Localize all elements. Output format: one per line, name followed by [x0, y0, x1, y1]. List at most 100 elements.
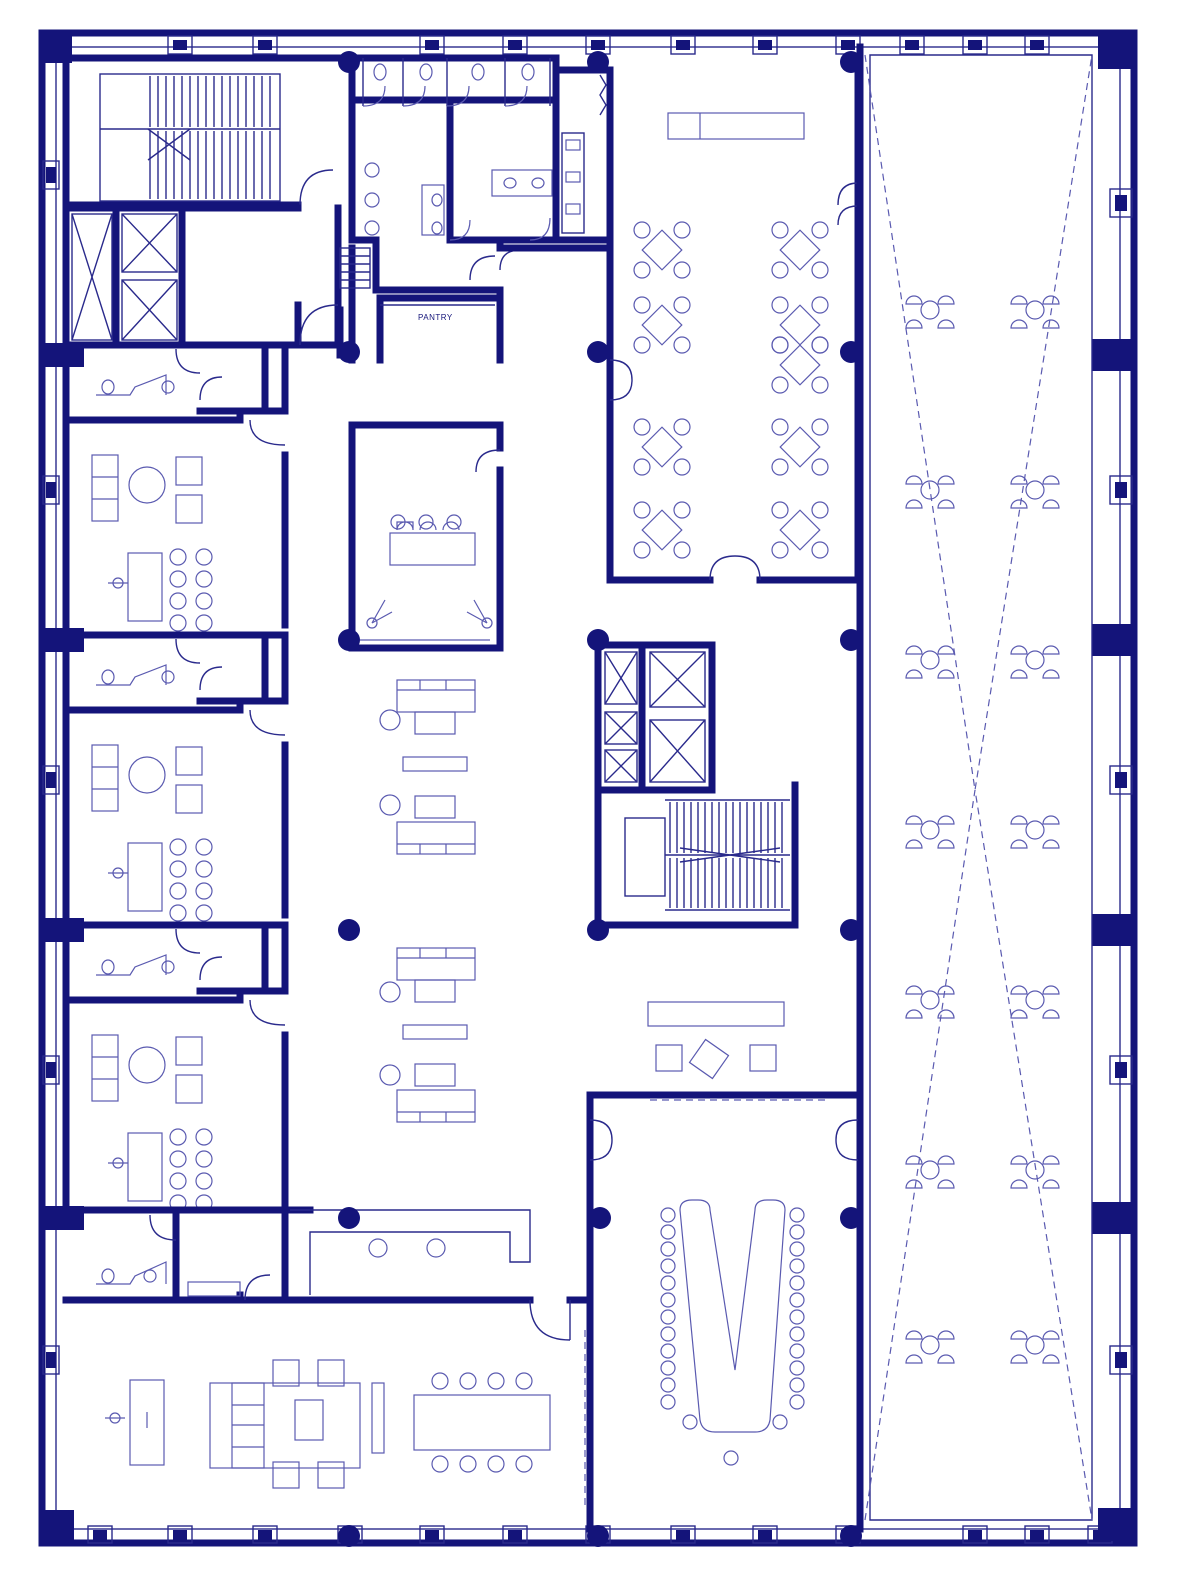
lounge-seating-lower [379, 947, 476, 1123]
structural-column [840, 1207, 862, 1229]
side-table [920, 1335, 940, 1355]
meeting-chair [515, 1455, 533, 1473]
side-table [920, 1160, 940, 1180]
atrium-seat-cluster [1010, 1330, 1060, 1364]
boardroom-chair [660, 1360, 676, 1376]
cafe-table [779, 304, 821, 346]
boardroom-chair [660, 1224, 676, 1240]
boardroom-chair [789, 1326, 805, 1342]
window-pier-core [841, 40, 855, 50]
window-pier-core [1030, 40, 1044, 50]
meeting-chair [169, 570, 187, 588]
corner-columns [44, 35, 1132, 1541]
window-pier [252, 35, 278, 55]
window-pier [42, 765, 60, 795]
shaft-ne-washroom [496, 54, 614, 252]
lounge-chair [937, 839, 955, 849]
cafe-table-set [633, 418, 691, 476]
lounge-chair [937, 475, 955, 485]
structural-column [587, 341, 609, 363]
lounge-chair [905, 1155, 923, 1165]
cafe-chair [811, 296, 829, 314]
window-pier-core [758, 1530, 772, 1540]
lounge-chair [1010, 499, 1028, 509]
boardroom-chair [789, 1377, 805, 1393]
boardroom-chair [789, 1241, 805, 1257]
office-wall [62, 411, 289, 629]
window-pier-core [508, 40, 522, 50]
meeting-chair [431, 1455, 449, 1473]
structural-column [840, 341, 862, 363]
lounge-chair [1042, 295, 1060, 305]
cafe-chair [673, 541, 691, 559]
window-pier-core [968, 40, 982, 50]
side-table [1025, 1335, 1045, 1355]
structural-column [338, 341, 360, 363]
sink [161, 960, 175, 974]
lounge-chair [1042, 319, 1060, 329]
east-atrium [856, 43, 1093, 1533]
meeting-chair [169, 882, 187, 900]
window-pier-core [1115, 1352, 1127, 1368]
executive-suite [62, 1206, 594, 1510]
cafe-chair [673, 458, 691, 476]
atrium-seat-cluster [1010, 645, 1060, 679]
cafe-table [779, 509, 821, 551]
meeting-chair [195, 838, 213, 856]
lounge-chair [1010, 1009, 1028, 1019]
cafe-chair [771, 336, 789, 354]
structural-column [589, 1207, 611, 1229]
service-room-wall [62, 341, 289, 424]
lounge-chair [1042, 1354, 1060, 1364]
side-table [1025, 820, 1045, 840]
lounge-chair [937, 645, 955, 655]
cafe-chair [811, 458, 829, 476]
window-pier [87, 1525, 113, 1544]
window-pier-core [258, 40, 272, 50]
lounge-chair [1010, 1354, 1028, 1364]
cafe-chair [633, 221, 651, 239]
boardroom-chair [660, 1309, 676, 1325]
armchair [175, 456, 203, 486]
window-pier-core [46, 482, 56, 498]
service-room-wall [62, 921, 289, 1004]
cafe-chair [771, 261, 789, 279]
boardroom-chair [682, 1414, 698, 1430]
boardroom-chair [660, 1241, 676, 1257]
west-office-suite [62, 341, 289, 632]
structural-column [840, 919, 862, 941]
lounge-chair [1042, 1155, 1060, 1165]
bar-counter [281, 1206, 531, 1304]
meeting-chair [169, 614, 187, 632]
side-table [1025, 650, 1045, 670]
washroom-block [339, 54, 560, 364]
office-wall [62, 991, 289, 1209]
lounge-chair [1010, 669, 1028, 679]
window-pier-core [1115, 482, 1127, 498]
cafe-chair [673, 501, 691, 519]
structural-column [840, 51, 862, 73]
toilet [101, 959, 115, 975]
window-pier [670, 35, 696, 55]
window-pier-core [508, 1530, 522, 1540]
boardroom-chair [789, 1224, 805, 1240]
cafe-chair [771, 296, 789, 314]
window-pier [1109, 1055, 1133, 1085]
window-pier-core [425, 1530, 439, 1540]
window-pier-core [93, 1530, 107, 1540]
boardroom-chair [660, 1275, 676, 1291]
window-pier [1109, 188, 1133, 218]
meeting-chair [169, 592, 187, 610]
lounge-chair [905, 499, 923, 509]
sink [161, 670, 175, 684]
structural-column [587, 919, 609, 941]
window-pier [752, 35, 778, 55]
meeting-chair [195, 592, 213, 610]
lounge-chair [937, 1330, 955, 1340]
boardroom-chair [789, 1258, 805, 1274]
window-pier [1024, 35, 1050, 55]
sw-service-room [62, 1206, 289, 1304]
lounge-chair [905, 295, 923, 305]
cafe-table [641, 229, 683, 271]
pantry: PANTRY [336, 294, 504, 364]
